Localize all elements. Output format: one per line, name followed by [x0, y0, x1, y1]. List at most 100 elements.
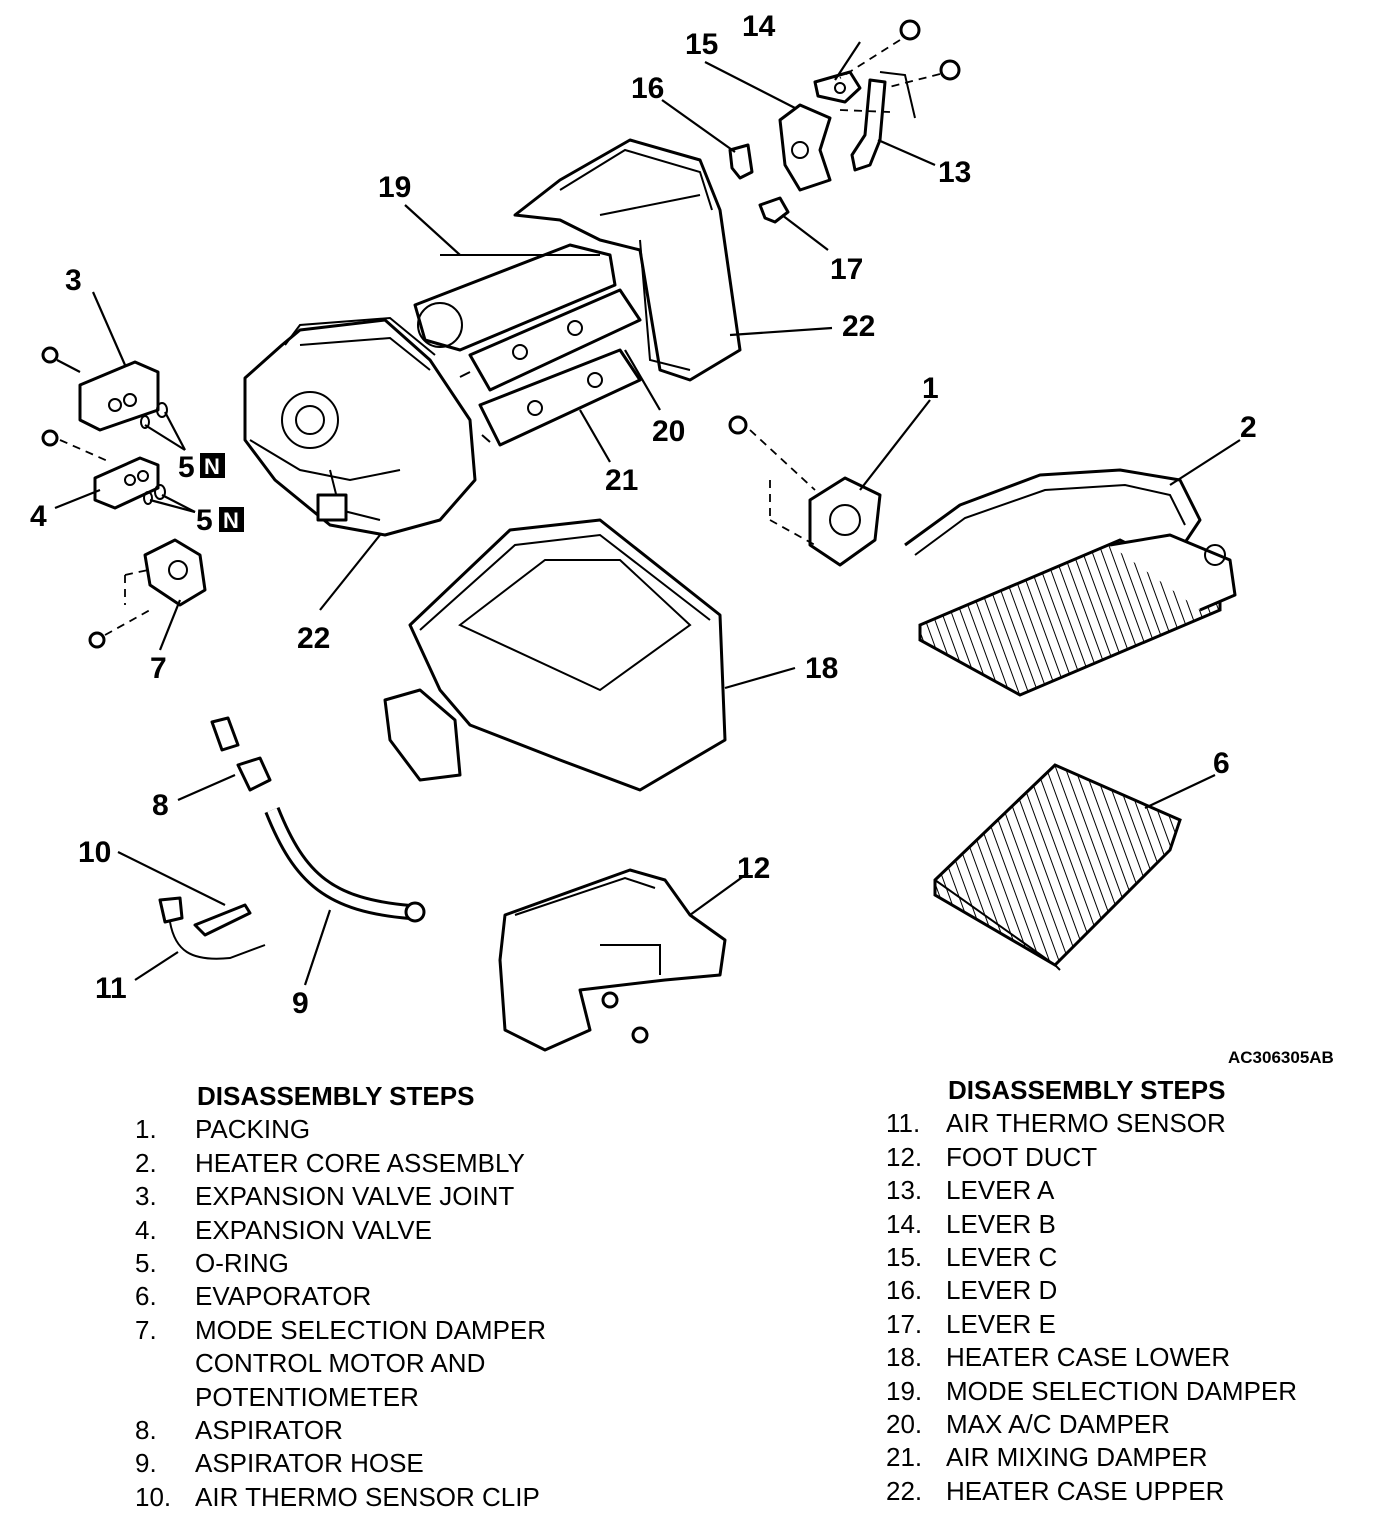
- step-label: EVAPORATOR: [195, 1281, 372, 1312]
- callout-20: 20: [652, 415, 685, 448]
- step-item: 11. AIR THERMO SENSOR: [886, 1107, 1297, 1140]
- step-number: 14.: [886, 1208, 923, 1239]
- step-number: 21.: [886, 1442, 923, 1473]
- foot-duct-part: [498, 868, 727, 1052]
- step-label: AIR THERMO SENSOR CLIP: [195, 1481, 540, 1512]
- callout-5-upper: 5: [178, 451, 195, 484]
- step-label: AIR THERMO SENSOR: [946, 1108, 1226, 1139]
- step-item: 5. O-RING: [135, 1247, 546, 1280]
- packing-part: [728, 415, 882, 567]
- lever-b-part: [813, 70, 862, 104]
- air-thermo-sensor-part: [158, 896, 266, 960]
- step-number: 4.: [135, 1214, 157, 1245]
- mode-damper-motor-part: [88, 538, 207, 649]
- step-item: 8. ASPIRATOR: [135, 1414, 546, 1447]
- callout-12: 12: [737, 852, 770, 885]
- step-item: 22. HEATER CASE UPPER: [886, 1475, 1297, 1508]
- callout-22-top: 22: [842, 310, 875, 343]
- callout-6: 6: [1213, 747, 1230, 780]
- callout-17: 17: [830, 253, 863, 286]
- step-item: 21.AIR MIXING DAMPER: [886, 1441, 1297, 1474]
- steps-heading: DISASSEMBLY STEPS: [197, 1081, 475, 1111]
- step-number: 22.: [886, 1475, 923, 1506]
- step-number: 8.: [135, 1415, 157, 1446]
- lever-e-part: [758, 196, 790, 224]
- step-item: 10.AIR THERMO SENSOR CLIP: [135, 1481, 546, 1514]
- max-ac-damper-part: [459, 288, 642, 392]
- exploded-view-diagram: 1 2 3 4 5 5 6 7 8 9 10 11 12 13 14 15 16…: [30, 10, 1334, 1067]
- step-number: 20.: [886, 1409, 923, 1440]
- step-number: 5.: [135, 1248, 157, 1279]
- step-number: 18.: [886, 1342, 923, 1373]
- step-label: O-RING: [195, 1248, 289, 1279]
- step-item: 13.LEVER A: [886, 1174, 1297, 1207]
- callout-18: 18: [805, 652, 838, 685]
- callout-16: 16: [631, 72, 664, 105]
- air-thermo-sensor-clip-part: [193, 903, 252, 937]
- step-label: LEVER E: [946, 1308, 1056, 1339]
- callout-labels: 1 2 3 4 5 5 6 7 8 9 10 11 12 13 14 15 16…: [30, 10, 1257, 1020]
- callout-10: 10: [78, 836, 111, 869]
- step-label: HEATER CASE LOWER: [946, 1342, 1231, 1373]
- mode-selection-damper-part: [413, 243, 617, 352]
- expansion-valve-joint-part: [41, 346, 160, 432]
- figure-code: AC306305AB: [1228, 1048, 1334, 1067]
- callout-15: 15: [685, 28, 718, 61]
- step-label: EXPANSION VALVE JOINT: [195, 1181, 515, 1212]
- svg-text:N: N: [223, 508, 239, 533]
- step-item: 9. ASPIRATOR HOSE: [135, 1447, 546, 1480]
- step-number: 12.: [886, 1141, 923, 1172]
- step-number: 11.: [886, 1108, 921, 1139]
- callout-11: 11: [95, 972, 127, 1005]
- step-number: 19.: [886, 1375, 923, 1406]
- step-label: ASPIRATOR HOSE: [195, 1448, 424, 1479]
- step-number: 17.: [886, 1308, 923, 1339]
- step-number: 6.: [135, 1281, 157, 1312]
- step-label: MODE SELECTION DAMPER CONTROL MOTOR AND …: [195, 1314, 547, 1412]
- step-number: 1.: [135, 1114, 157, 1145]
- aspirator-part: [210, 716, 272, 792]
- step-item: 15. LEVER C: [886, 1241, 1297, 1274]
- expansion-valve-part: [41, 429, 160, 510]
- step-number: 16.: [886, 1275, 923, 1306]
- lever-c-part: [778, 103, 832, 192]
- callout-21: 21: [605, 464, 638, 497]
- callout-5-lower: 5: [196, 504, 213, 537]
- step-label: LEVER B: [946, 1208, 1056, 1239]
- step-number: 15.: [886, 1242, 923, 1273]
- step-number: 9.: [135, 1448, 157, 1479]
- step-item: 16.LEVER D: [886, 1274, 1297, 1307]
- callout-4: 4: [30, 500, 47, 533]
- heater-core-part: [904, 468, 1237, 697]
- air-mixing-damper-part: [478, 348, 642, 447]
- step-label: HEATER CORE ASSEMBLY: [195, 1147, 525, 1178]
- steps-heading: DISASSEMBLY STEPS: [948, 1075, 1226, 1105]
- step-label: ASPIRATOR: [195, 1415, 343, 1446]
- callout-3: 3: [65, 264, 82, 297]
- step-item: 6. EVAPORATOR: [135, 1280, 546, 1313]
- new-part-badge-lower: N: [219, 507, 244, 533]
- lever-a-part: [850, 71, 916, 172]
- step-item: 12.FOOT DUCT: [886, 1141, 1297, 1174]
- step-label: HEATER CASE UPPER: [946, 1475, 1225, 1506]
- screw-group-top-part: [839, 19, 961, 113]
- step-item: 3.EXPANSION VALVE JOINT: [135, 1180, 546, 1213]
- step-item: 2.HEATER CORE ASSEMBLY: [135, 1147, 546, 1180]
- callout-7: 7: [150, 652, 167, 685]
- step-item: 20. MAX A/C DAMPER: [886, 1408, 1297, 1441]
- lever-d-part: [728, 143, 754, 180]
- heater-case-upper-rear-part: [513, 138, 742, 382]
- step-item: 1.PACKING: [135, 1113, 546, 1146]
- new-part-badge-upper: N: [200, 453, 225, 479]
- step-number: 7.: [135, 1314, 157, 1345]
- heater-case-upper-part: [243, 316, 477, 537]
- callout-13: 13: [938, 156, 971, 189]
- callout-1: 1: [922, 372, 939, 405]
- step-label: EXPANSION VALVE: [195, 1214, 432, 1245]
- step-item: 4. EXPANSION VALVE: [135, 1214, 546, 1247]
- step-label: MAX A/C DAMPER: [946, 1409, 1170, 1440]
- step-label: LEVER C: [946, 1242, 1058, 1273]
- step-label: MODE SELECTION DAMPER: [946, 1375, 1298, 1406]
- callout-8: 8: [152, 789, 169, 822]
